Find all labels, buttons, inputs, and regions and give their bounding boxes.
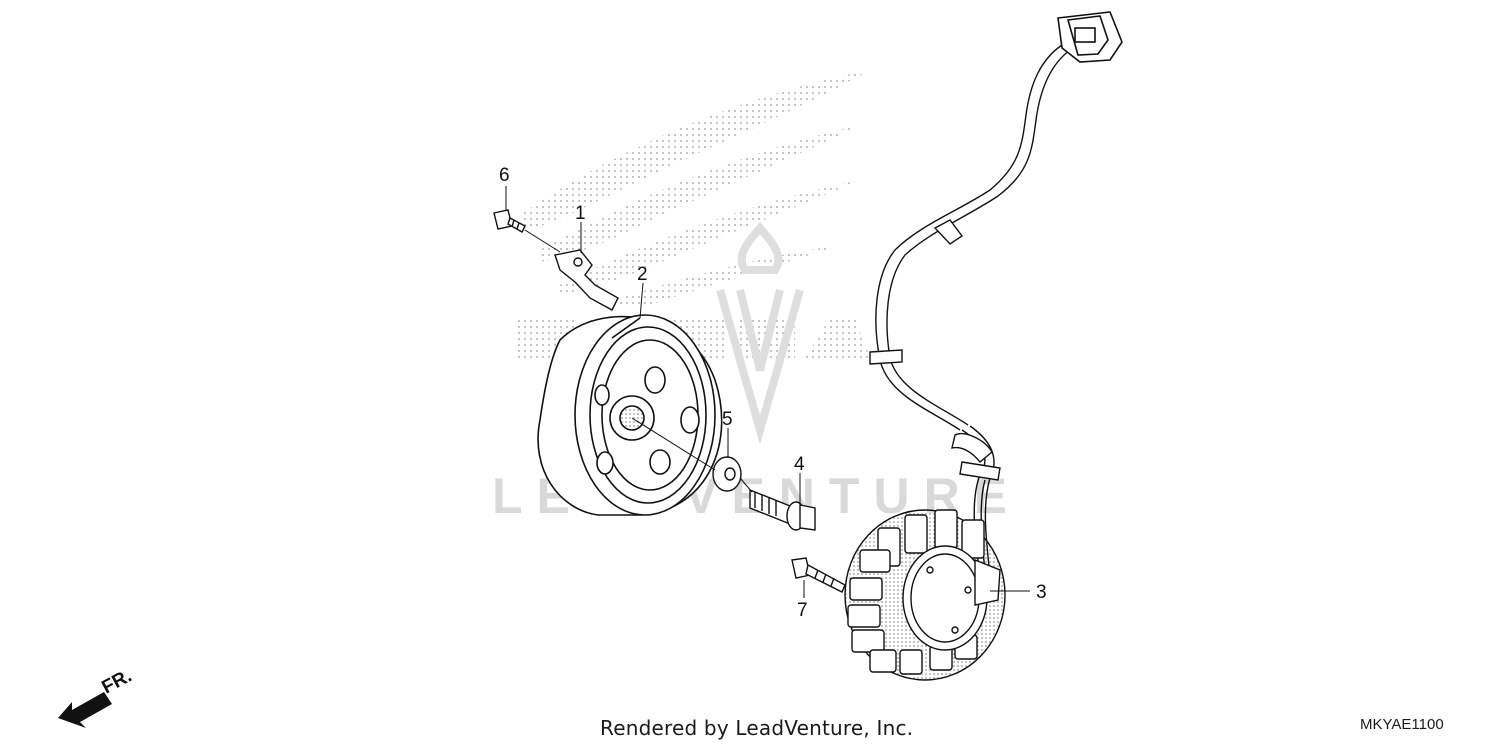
callout-5: 5 bbox=[722, 409, 733, 430]
callout-2: 2 bbox=[637, 264, 648, 285]
flywheel-rotor bbox=[537, 314, 723, 516]
honda-wing-logo bbox=[520, 70, 870, 305]
callout-7: 7 bbox=[797, 600, 808, 621]
callout-4: 4 bbox=[794, 454, 805, 475]
diagram-code: MKYAE1100 bbox=[1360, 716, 1444, 733]
assembly-lines bbox=[524, 229, 753, 493]
washer bbox=[712, 456, 742, 492]
flange-bolt bbox=[749, 488, 816, 531]
stator bbox=[844, 509, 1006, 681]
callout-6: 6 bbox=[499, 165, 510, 186]
leadventure-emblem-watermark bbox=[716, 221, 804, 445]
callout-1: 1 bbox=[575, 203, 586, 224]
callout-3: 3 bbox=[1036, 582, 1047, 603]
wire-connector bbox=[1057, 11, 1123, 63]
harness-clip bbox=[869, 219, 1001, 481]
stator-bolt bbox=[791, 557, 846, 593]
leader-lines bbox=[505, 186, 1030, 598]
bracket-bolt bbox=[493, 209, 526, 233]
front-direction-arrow-icon bbox=[58, 692, 112, 728]
footer-credit: Rendered by LeadVenture, Inc. bbox=[600, 716, 914, 740]
bracket bbox=[554, 249, 619, 311]
